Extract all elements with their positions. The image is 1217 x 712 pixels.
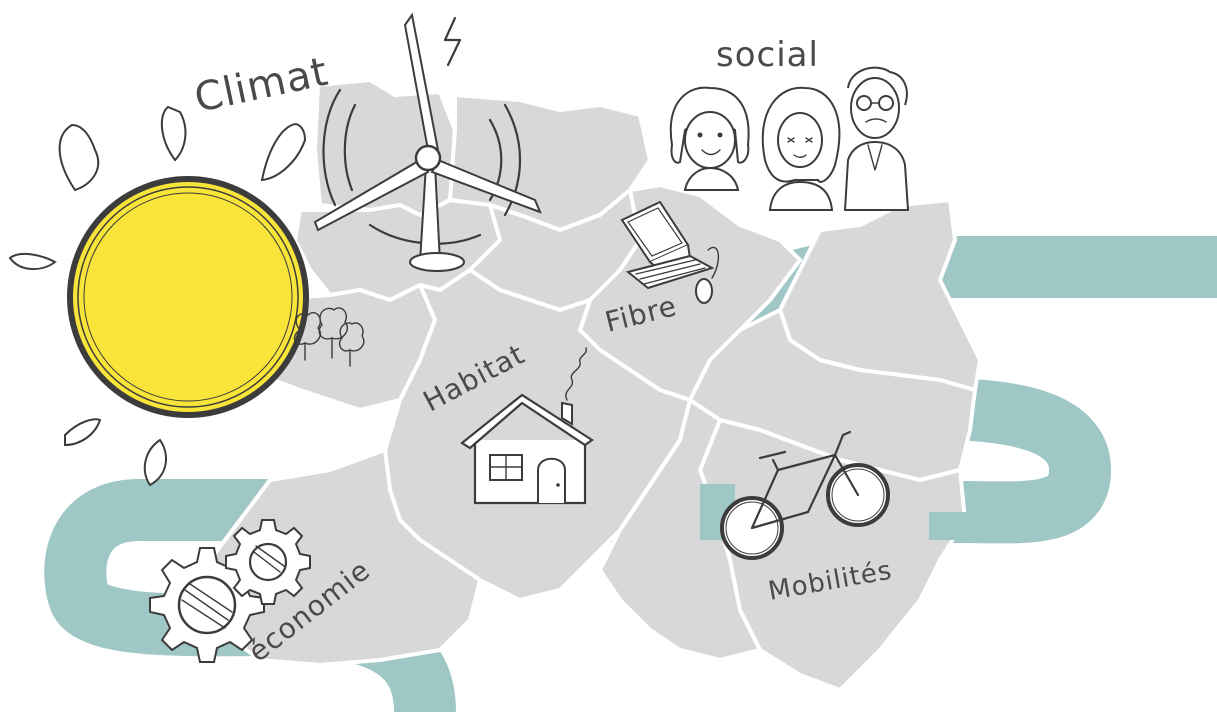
large-gear-icon [149, 547, 265, 663]
small-gear-icon [225, 519, 311, 605]
district-south [598, 398, 762, 662]
gears-icon [149, 519, 311, 663]
girl-figure [669, 86, 750, 191]
woman-figure [761, 86, 841, 211]
trees-icon [293, 307, 365, 367]
sun-icon [8, 105, 309, 487]
sun-rays [8, 105, 307, 487]
bicycle-icon [720, 430, 890, 560]
computer-icon [620, 200, 719, 304]
district-map [198, 78, 982, 692]
label-climat: Climat [191, 49, 333, 122]
wind-turbine-icon [313, 12, 542, 272]
grandfather-figure [843, 66, 910, 211]
label-social: social [716, 35, 819, 75]
house-icon [460, 347, 594, 505]
people-icon [669, 66, 910, 211]
